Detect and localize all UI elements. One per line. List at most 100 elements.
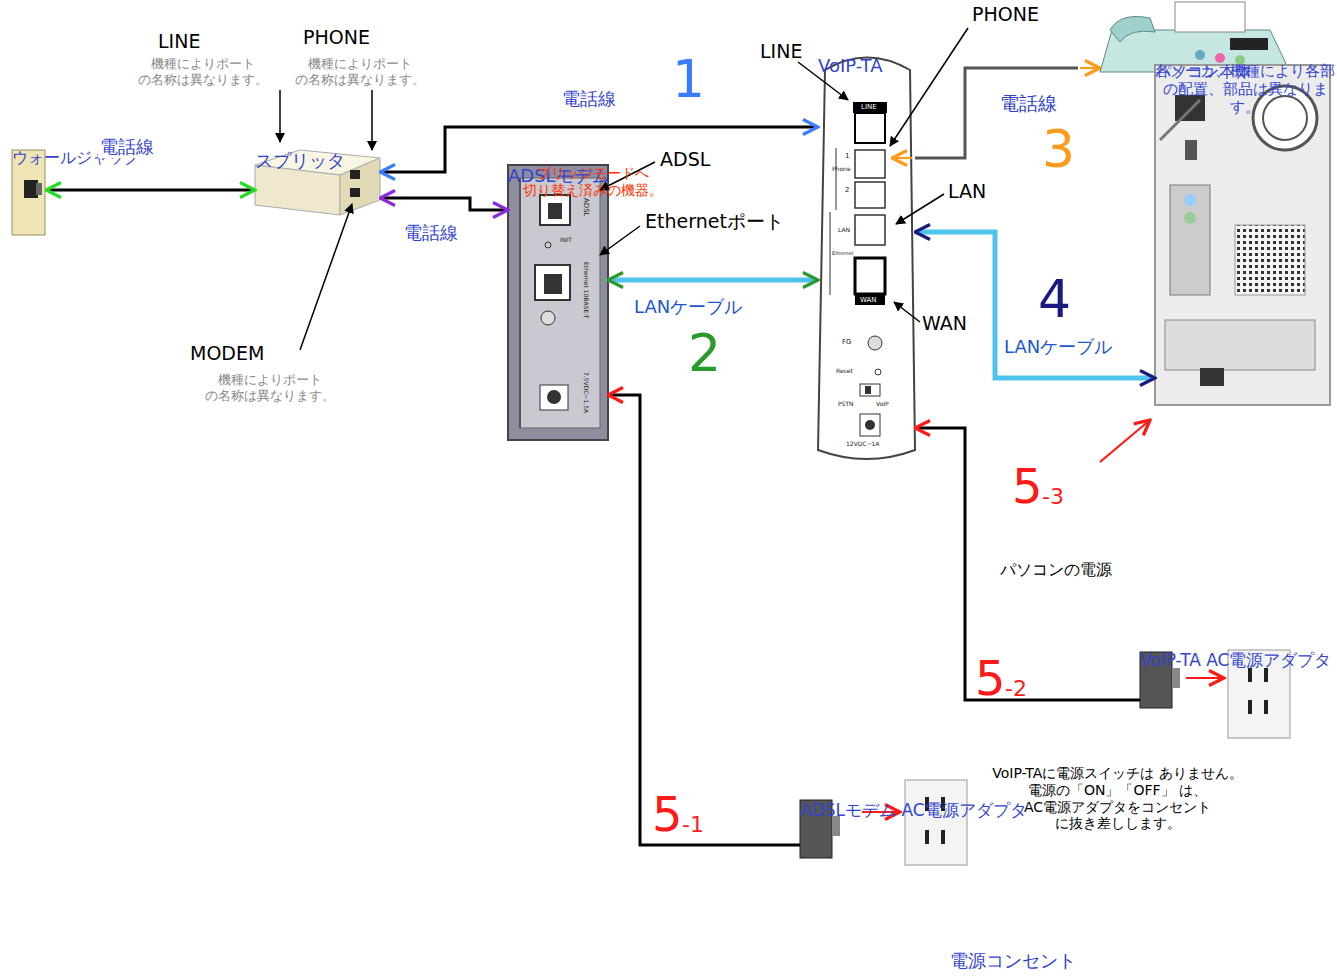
panel-text: INIT [560, 236, 572, 243]
power-arrow [1186, 677, 1224, 679]
splitter-drawing [350, 188, 360, 197]
power-outlet-drawing [905, 650, 1290, 865]
voip-ta-drawing [818, 58, 915, 460]
pc-tower-drawing [1263, 96, 1307, 140]
callout-number: 5 [1012, 458, 1043, 516]
node-title: スプリッタ [255, 150, 345, 172]
adsl-modem-drawing [508, 165, 608, 440]
port-callout: WAN [922, 312, 967, 335]
voip-ta-drawing [836, 148, 837, 210]
voip-ta-drawing [855, 258, 885, 294]
pc-tower-drawing [1184, 212, 1196, 224]
adsl-modem-drawing [547, 390, 561, 404]
port-note: 機種によりポート の名称は異なります。 [275, 56, 445, 87]
voip-ta: VoIP-TA [818, 55, 915, 460]
port-callout: LINE [158, 30, 200, 53]
cable-label: 電話線 [560, 88, 618, 110]
panel-text: 12VDC⎓1A [846, 440, 879, 447]
panel-text: LAN [838, 226, 850, 233]
pc-tower: パソコン本体各メーカ、機種により各部の配置、部品は異なります。 [1155, 62, 1330, 405]
adsl-modem-drawing [520, 178, 600, 428]
splitter-drawing [350, 170, 360, 179]
callout-number: 4 [1038, 268, 1071, 330]
cable-label: 電話線 [98, 136, 156, 158]
panel-text: Phone [832, 165, 851, 172]
voip-ta-drawing [860, 414, 880, 436]
leader-line [300, 204, 352, 350]
adsl-modem-drawing [545, 242, 551, 248]
splitter-drawing [340, 158, 380, 215]
voip-ta-drawing [855, 113, 885, 143]
outlet-label: 電源コンセント [950, 950, 1076, 972]
adsl-modem-drawing [540, 385, 568, 410]
power-outlet-drawing [1248, 700, 1252, 714]
node-title: VoIP-TA [818, 55, 882, 77]
port-note: 機種によりポート の名称は異なります。 [185, 372, 355, 403]
node-title: VoIP-TA AC電源アダプタ [1140, 650, 1331, 670]
leader-line [371, 90, 373, 150]
pc-tower-drawing [1170, 185, 1210, 295]
voip-ta-drawing [855, 182, 885, 208]
port-callout: PHONE [972, 3, 1039, 26]
cable [915, 428, 1140, 700]
splitter-drawing [255, 165, 340, 215]
power-outlet-drawing [1264, 668, 1268, 682]
callout-number: 3 [1042, 118, 1075, 180]
panel-text: PSTN [838, 400, 854, 407]
panel-text: FG [842, 338, 851, 346]
node-note: ブリッジモードへ 切り替え済みの機器。 [508, 165, 678, 199]
callout-number: 1 [672, 48, 705, 110]
adsl-modem-drawing [519, 178, 521, 428]
voip-ta-drawing [818, 58, 915, 460]
splitter: スプリッタ [255, 150, 380, 216]
voip-ta-drawing [855, 294, 885, 305]
fax-phone-drawing [1230, 38, 1268, 50]
panel-text: 1 [845, 152, 849, 160]
wall-jack: ウォールジャック [12, 148, 46, 236]
power-label: パソコンの電源 [1000, 560, 1112, 579]
port-callout: PHONE [303, 26, 370, 49]
panel-text: Ethernet [832, 250, 854, 256]
callout-number: -1 [682, 812, 704, 838]
voip-ta-drawing [853, 102, 887, 113]
pc-tower-drawing [1155, 65, 1330, 405]
port-note: 機種によりポート の名称は異なります。 [118, 56, 288, 87]
fax-phone-drawing [1215, 53, 1225, 63]
leader-line [890, 28, 968, 146]
power-outlet-drawing [1264, 700, 1268, 714]
cable [46, 189, 255, 192]
panel-text: VoIP [876, 400, 889, 407]
voip-ta-drawing [855, 215, 885, 245]
node-note: 各メーカ、機種により各部の配置、部品は異なります。 [1155, 62, 1335, 116]
adsl-modem: ADSLモデムブリッジモードへ 切り替え済みの機器。 [508, 165, 608, 440]
pc-tower-drawing [1235, 225, 1305, 295]
leader-line [600, 226, 640, 255]
leader-line [894, 302, 920, 322]
wall-jack-drawing [36, 183, 42, 195]
callout-number: 2 [688, 322, 721, 384]
power-outlet-drawing [1248, 668, 1252, 682]
port-callout: LINE [760, 40, 802, 63]
voip-ta-drawing [868, 336, 882, 350]
power-outlet-drawing [941, 830, 945, 844]
adsl-modem-drawing [540, 195, 570, 225]
callout-number: -2 [1005, 676, 1027, 702]
callout-number: -3 [1042, 484, 1064, 510]
adsl-modem-drawing [508, 165, 608, 440]
ac-adapter: ADSLモデム AC電源アダプタ [800, 800, 832, 858]
voip-ta-drawing [830, 212, 831, 295]
panel-text: Ethernet 10BASE-T [583, 262, 590, 319]
pc-tower-drawing [1200, 368, 1224, 386]
cable-label: LANケーブル [632, 296, 744, 318]
cable-label: LANケーブル [1002, 336, 1114, 358]
leader-line [279, 90, 281, 142]
leader-line [896, 194, 944, 224]
node-title: ADSLモデム AC電源アダプタ [800, 800, 1027, 820]
lan-cable [915, 232, 1155, 378]
cable-label: 電話線 [1000, 92, 1057, 115]
voip-ta-drawing [865, 420, 875, 430]
pc-tower-drawing [1184, 194, 1196, 206]
voip-ta-drawing [865, 386, 871, 394]
fax-phone-drawing [1110, 17, 1155, 43]
